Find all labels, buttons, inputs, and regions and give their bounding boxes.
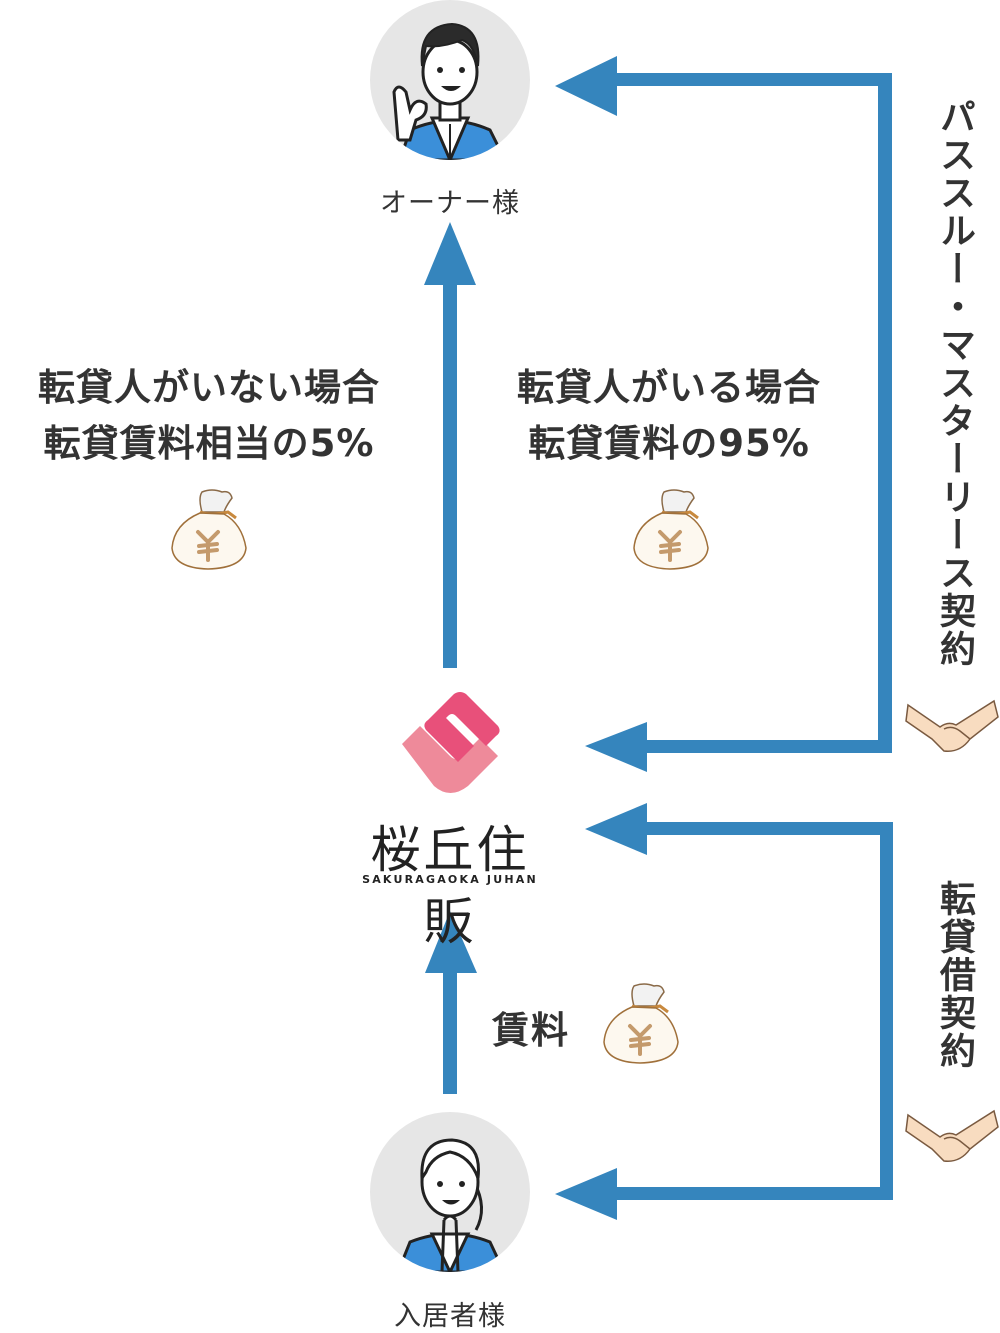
resident-praying-icon [396,1138,506,1272]
owner-avatar [370,0,530,160]
money-bag-yen-icon [171,489,247,570]
master-lease-contract-label: パススルー・マスターリース契約 [934,98,975,668]
sublease-contract-label: 転貸借契約 [934,880,975,1070]
businessman-ok-icon [392,22,507,160]
owner-label: オーナー様 [380,188,520,219]
no-subtenant-text: 転貸人がいない場合 転貸賃料相当の5% [0,360,418,472]
handshake-icon [905,699,999,752]
tenant-avatar [370,1112,530,1272]
money-bag-yen-icon [603,983,679,1064]
with-subtenant-text: 転貸人がいる場合 転貸賃料の95% [478,360,860,472]
handshake-icon [905,1109,999,1162]
no-subtenant-line2: 転貸賃料相当の5% [43,422,375,465]
rent-label: 賃料 [492,1009,570,1052]
arrow-tenant-to-company [425,911,477,1094]
money-bag-yen-icon [633,489,709,570]
company-logo-icon [402,692,500,793]
with-subtenant-line2: 転貸賃料の95% [528,422,810,465]
with-subtenant-line1: 転貸人がいる場合 [517,366,821,409]
company-name-jp: 桜丘住販 [370,821,530,951]
no-subtenant-line1: 転貸人がいない場合 [38,366,380,409]
arrow-company-to-owner [424,222,476,668]
company-name-en: SAKURAGAOKA JUHAN [362,873,538,886]
tenant-label: 入居者様 [394,1301,506,1332]
